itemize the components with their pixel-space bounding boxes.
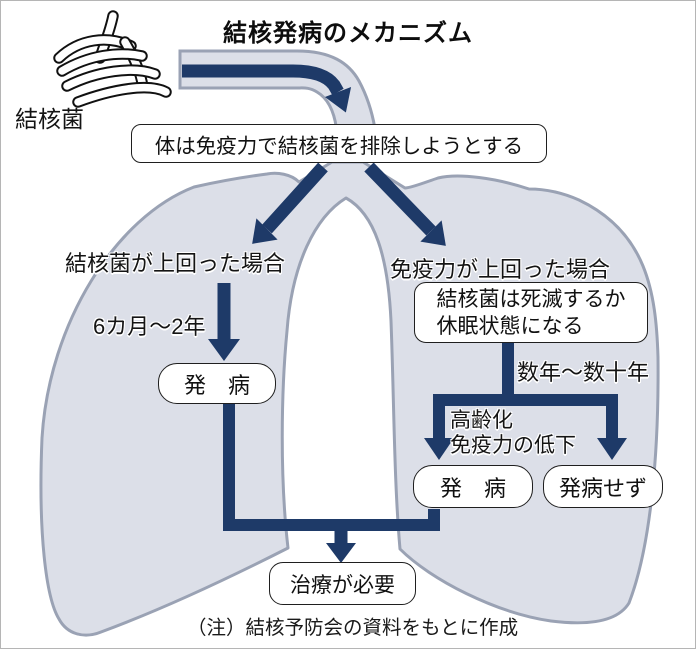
trigger-line1: 高齢化 xyxy=(450,409,513,432)
no-onset-text: 発病せず xyxy=(558,475,647,501)
branch-left-arrow-head xyxy=(252,218,278,244)
left-duration-label: 6カ月〜2年 xyxy=(93,314,206,339)
source-note: （注）結核予防会の資料をもとに作成 xyxy=(187,617,519,639)
flow-arrows xyxy=(182,64,627,563)
onset-left-arrow-head xyxy=(208,339,240,361)
collector-line xyxy=(223,403,440,531)
no-onset-box: 発病せず xyxy=(543,465,663,508)
branch-left-arrow-stem xyxy=(262,162,328,234)
split-right-arrow-head xyxy=(597,438,627,460)
inhale-arrow-stem xyxy=(182,64,344,96)
left-condition-label: 結核菌が上回った場合 xyxy=(65,251,286,276)
page-title: 結核発病のメカニズム xyxy=(223,20,473,47)
inhale-arrow-head xyxy=(324,86,352,113)
dormancy-line1: 結核菌は死滅するか xyxy=(436,287,626,311)
trigger-label: 高齢化 免疫力の低下 xyxy=(450,408,576,458)
dormancy-text: 結核菌は死滅するか 休眠状態になる xyxy=(437,286,626,340)
dormancy-split-line xyxy=(433,342,618,438)
right-condition-label: 免疫力が上回った場合 xyxy=(390,257,611,282)
dormancy-box: 結核菌は死滅するか 休眠状態になる xyxy=(414,282,648,343)
bacteria-icon xyxy=(53,10,172,108)
right-duration-label: 数年〜数十年 xyxy=(517,360,650,385)
trigger-line2: 免疫力の低下 xyxy=(450,434,576,457)
immune-response-box: 体は免疫力で結核菌を排除しようとする xyxy=(131,124,547,163)
branch-right-arrow-stem xyxy=(364,162,436,236)
lungs-illustration xyxy=(39,160,660,637)
branch-right-arrow-head xyxy=(420,220,446,246)
onset-right-text: 発 病 xyxy=(439,475,506,501)
bacteria-label: 結核菌 xyxy=(15,106,84,132)
onset-left-text: 発 病 xyxy=(183,372,250,398)
treatment-text: 治療が必要 xyxy=(290,573,395,597)
onset-right-box: 発 病 xyxy=(413,465,533,508)
dormancy-line2: 休眠状態になる xyxy=(436,314,584,338)
treatment-box: 治療が必要 xyxy=(269,562,416,605)
treatment-arrow-head xyxy=(326,543,356,563)
immune-response-text: 体は免疫力で結核菌を排除しようとする xyxy=(154,134,524,158)
onset-left-box: 発 病 xyxy=(158,363,276,404)
split-left-arrow-head xyxy=(424,438,454,460)
